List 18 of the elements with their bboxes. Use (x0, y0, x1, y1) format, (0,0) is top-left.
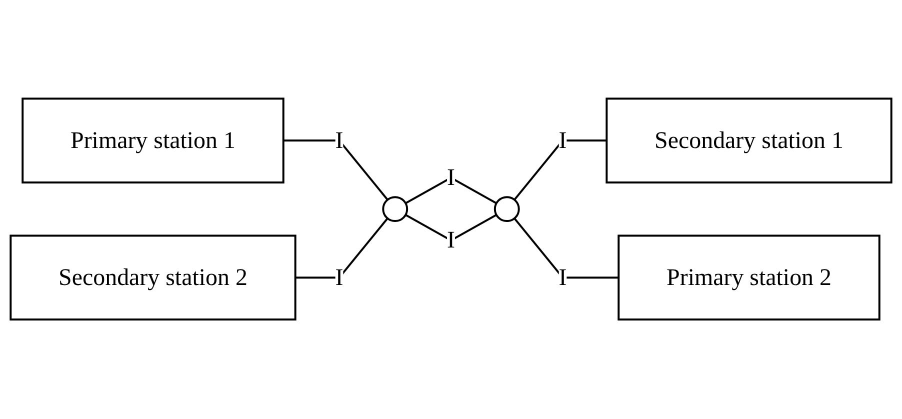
edge-label: I (447, 226, 455, 254)
node-box: Primary station 2 (618, 235, 880, 321)
connector (283, 140, 388, 201)
node-box: Secondary station 1 (606, 98, 892, 184)
node-box: Secondary station 2 (10, 235, 296, 321)
connector (405, 214, 497, 242)
node-box: Primary station 1 (22, 98, 284, 184)
connector (514, 218, 619, 279)
connector (405, 177, 497, 205)
edge-label: I (558, 264, 567, 291)
node-circle (494, 196, 520, 222)
edge-label: I (335, 264, 344, 291)
node-circle (382, 196, 408, 222)
edge-label: I (447, 164, 455, 191)
connector (295, 218, 388, 279)
edge-label: I (558, 127, 567, 154)
connector (514, 140, 607, 201)
edge-label: I (335, 127, 344, 154)
